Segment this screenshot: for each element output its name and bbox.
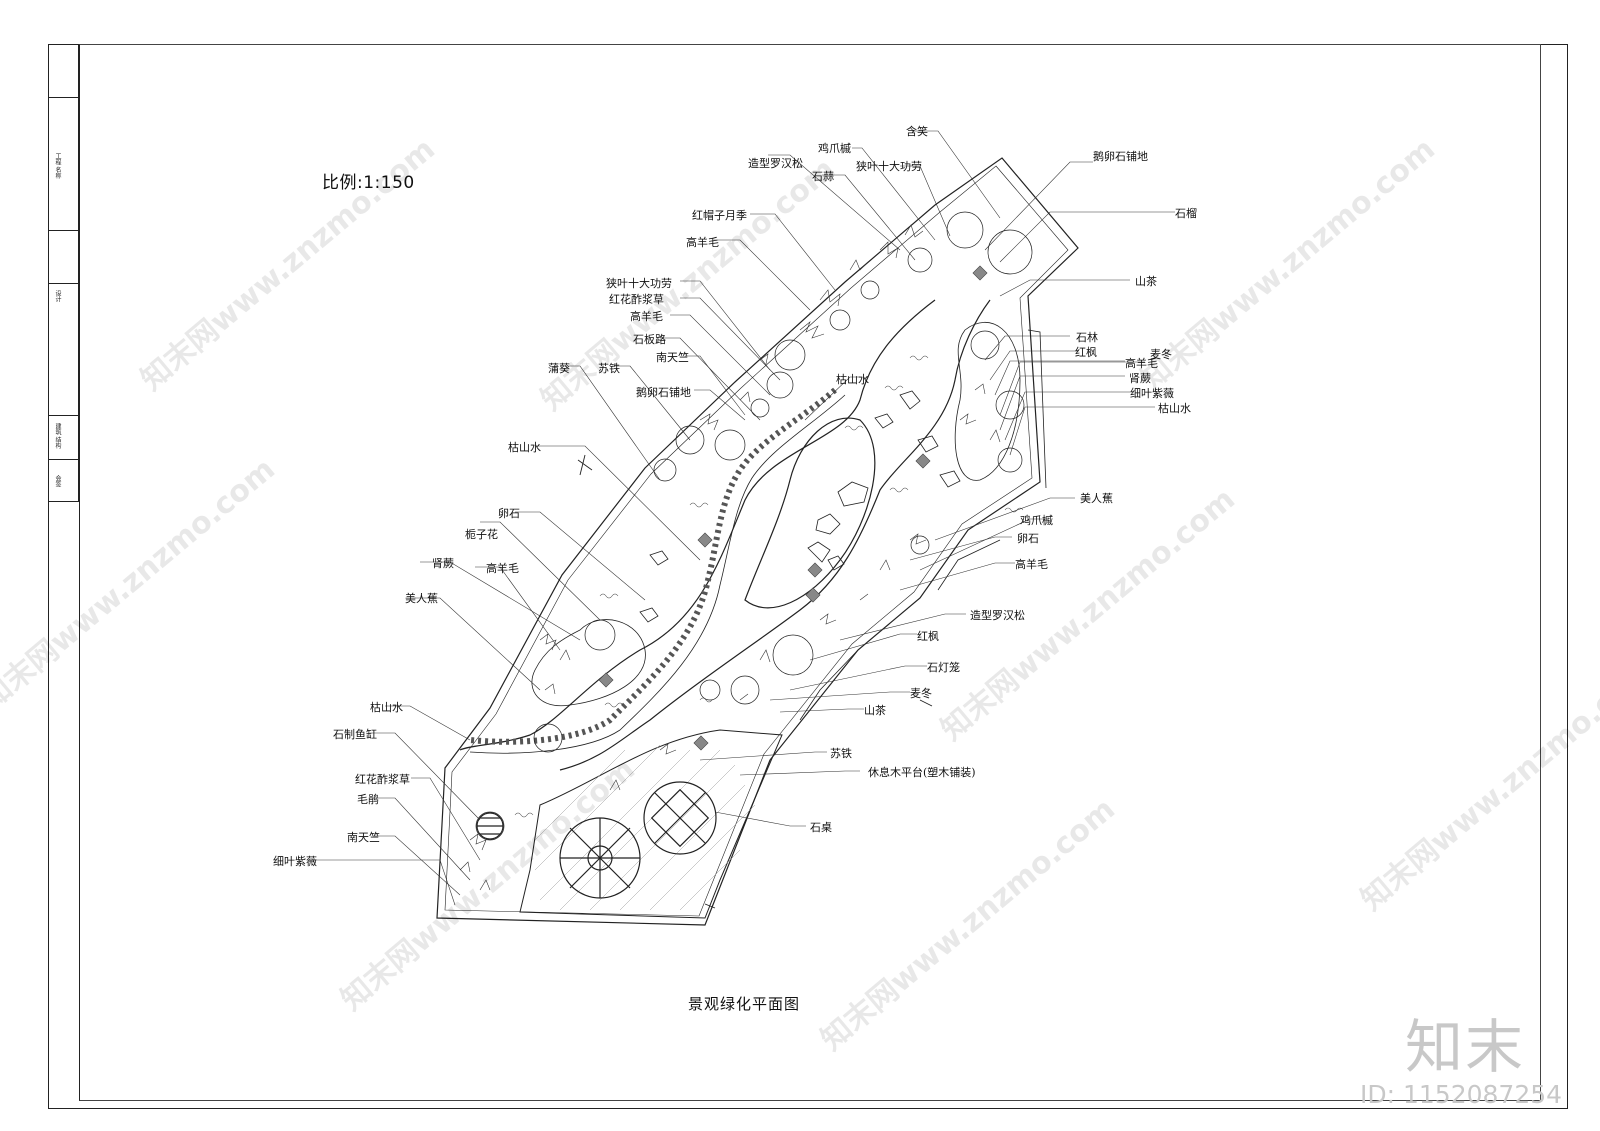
wooden-platform — [519, 729, 783, 919]
plan-label: 高羊毛 — [1015, 558, 1048, 571]
plan-label: 狭叶十大功劳 — [856, 160, 922, 173]
stone-path — [469, 387, 837, 745]
plan-label: 红枫 — [1075, 346, 1097, 359]
plan-label: 狭叶十大功劳 — [606, 277, 672, 290]
plan-label: 美人蕉 — [1080, 492, 1113, 505]
strip-divider — [49, 415, 78, 416]
site-boundary — [436, 157, 1079, 926]
drawing-title: 景观绿化平面图 — [688, 995, 801, 1013]
plan-label: 山茶 — [864, 704, 886, 717]
plan-label: 休息木平台(塑木铺装) — [868, 766, 976, 779]
stone-path-edge — [469, 394, 846, 754]
plan-label: 毛鹃 — [357, 793, 379, 806]
lantern-marker — [598, 265, 988, 751]
plan-label: 红花酢浆草 — [609, 293, 664, 306]
plan-label: 高羊毛 — [486, 562, 519, 575]
strip-divider — [49, 283, 78, 284]
plan-label: 高羊毛 — [1125, 357, 1158, 370]
stone-fish-tank — [476, 812, 504, 840]
strip-text: 设计 — [54, 290, 61, 302]
strip-divider — [49, 230, 78, 231]
plan-label: 含笑 — [906, 125, 928, 138]
site-boundary-inner — [444, 165, 1069, 917]
dry-stream — [459, 299, 936, 751]
plan-label: 蒲葵 — [548, 362, 570, 375]
plan-label: 卵石 — [1017, 532, 1039, 545]
plan-label: 石桌 — [810, 821, 832, 834]
planting-cluster — [475, 211, 1033, 841]
plan-label: 南天竺 — [656, 351, 689, 364]
plan-label: 枯山水 — [508, 441, 541, 454]
plan-label: 石蒜 — [812, 170, 834, 183]
plan-label: 枯山水 — [836, 373, 869, 386]
sand-ripple — [514, 355, 1024, 818]
plan-label: 高羊毛 — [630, 310, 663, 323]
scale-text: 比例:1:150 — [322, 173, 415, 193]
strip-text: 会签 — [54, 475, 61, 487]
plan-label: 鹅卵石铺地 — [1093, 150, 1148, 163]
plan-label: 肾蕨 — [1129, 372, 1151, 385]
rock — [639, 390, 961, 623]
plan-label: 鸡爪槭 — [1020, 514, 1053, 527]
plan-label: 南天竺 — [347, 831, 380, 844]
stone-table-2 — [643, 781, 717, 855]
plan-label: 石制鱼缸 — [333, 728, 377, 741]
stone-table-1 — [559, 817, 641, 899]
title-block-strip: 会签 建筑 结构 设计 工程 名称 — [48, 44, 79, 502]
plan-label: 枯山水 — [1158, 402, 1191, 415]
plan-label: 山茶 — [1135, 275, 1157, 288]
plan-label: 红枫 — [917, 630, 939, 643]
leader-lines — [307, 130, 1175, 906]
plan-label: 红花酢浆草 — [355, 773, 410, 786]
plan-label: 细叶紫薇 — [1130, 387, 1174, 400]
island — [744, 417, 876, 609]
plan-label: 麦冬 — [910, 687, 932, 700]
strip-divider — [49, 459, 78, 460]
asset-id: ID: 1152087254 — [1360, 1080, 1563, 1109]
plan-label: 鹅卵石铺地 — [636, 386, 691, 399]
plan-label: 红帽子月季 — [692, 209, 747, 222]
strip-text: 工程 名称 — [54, 153, 61, 179]
plan-label: 高羊毛 — [686, 236, 719, 249]
strip-divider — [49, 97, 78, 98]
plan-label: 苏铁 — [830, 747, 852, 760]
plan-label: 枯山水 — [370, 701, 403, 714]
plan-label: 鸡爪槭 — [818, 142, 851, 155]
plan-label: 栀子花 — [465, 528, 498, 541]
strip-text: 建筑 结构 — [54, 423, 61, 449]
step-wall — [799, 329, 1047, 721]
plan-label: 卵石 — [498, 507, 520, 520]
plan-label: 细叶紫薇 — [273, 855, 317, 868]
plan-label: 麦冬 — [1150, 348, 1172, 361]
planting-bed — [531, 619, 646, 707]
plan-label: 肾蕨 — [432, 557, 454, 570]
plan-label: 石林 — [1076, 331, 1098, 344]
shrub-texture — [459, 224, 1001, 891]
platform-hatch — [534, 744, 756, 911]
dry-stream — [559, 299, 991, 771]
brand-logo: 知末 — [1405, 1013, 1526, 1081]
plan-label: 石灯笼 — [927, 661, 960, 674]
plan-label: 造型罗汉松 — [748, 157, 803, 170]
plan-label: 苏铁 — [598, 362, 620, 375]
plan-label: 石板路 — [633, 333, 666, 346]
plan-label: 美人蕉 — [405, 592, 438, 605]
inner-border — [79, 44, 1541, 1101]
plan-label: 造型罗汉松 — [970, 609, 1025, 622]
plan-label: 石榴 — [1175, 207, 1197, 220]
section-marker — [577, 454, 933, 909]
planting-bed — [954, 321, 1021, 481]
